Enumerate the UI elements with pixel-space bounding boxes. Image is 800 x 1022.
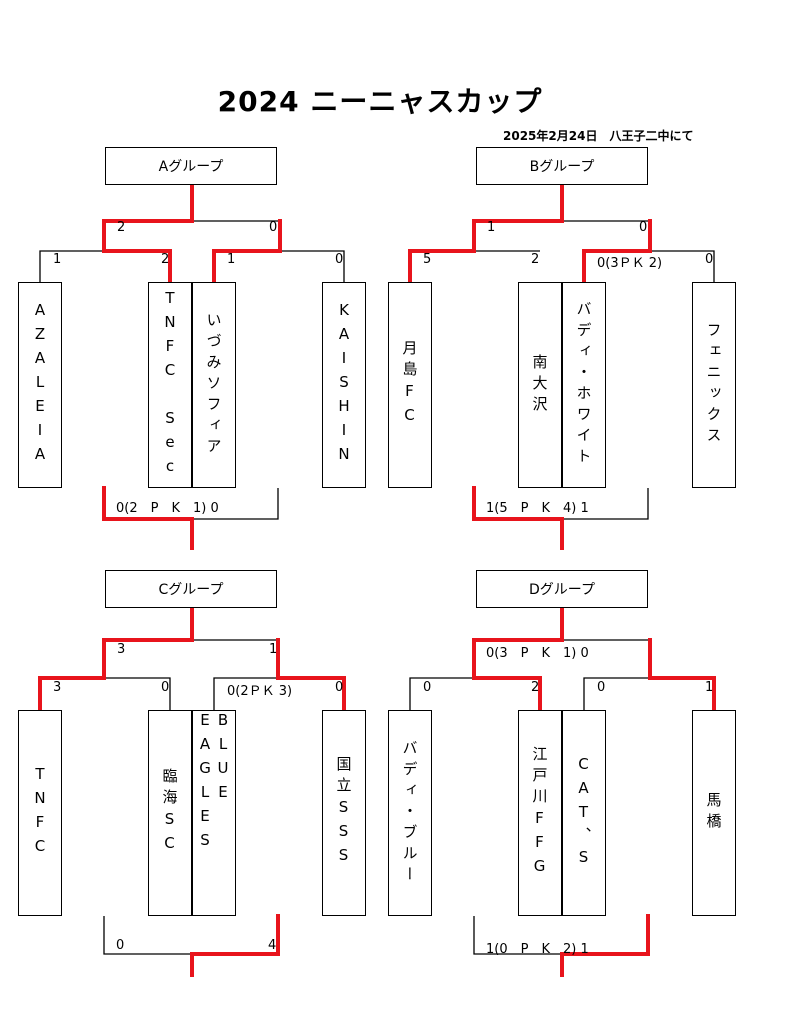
group-d-box: Dグループ xyxy=(476,570,648,608)
score: 0(2 P K 1) 0 xyxy=(116,501,219,516)
team-name: 国立SSS xyxy=(334,756,353,870)
page-title: 2024 ニーニャスカップ xyxy=(217,85,543,118)
score: 2 xyxy=(117,220,126,235)
score: 2 xyxy=(161,252,170,267)
team-name: 月島FC xyxy=(400,340,419,430)
score: 0 xyxy=(116,938,125,953)
team-box: AZALEIA xyxy=(18,282,62,488)
score: 0 xyxy=(269,220,278,235)
team-name: TNFC xyxy=(31,765,49,861)
team-name: フェニックス xyxy=(704,322,723,448)
score: 5 xyxy=(423,252,432,267)
team-name: KAISHIN xyxy=(335,301,353,469)
score: 3 xyxy=(53,680,62,695)
team-box: バディ・ホワイト xyxy=(562,282,606,488)
team-box: 臨海SC xyxy=(148,710,192,916)
team-box: CAT、S xyxy=(562,710,606,916)
team-name: 臨海SC xyxy=(160,768,179,858)
team-box: 南大沢 xyxy=(518,282,562,488)
score: 2 xyxy=(531,680,540,695)
score: 0 xyxy=(423,680,432,695)
team-name: バディ・ホワイト xyxy=(574,301,593,469)
score: 0 xyxy=(335,252,344,267)
group-c-box: Cグループ xyxy=(105,570,277,608)
team-name: BLUE EAGLES xyxy=(196,711,232,855)
team-box: TNFC Sec xyxy=(148,282,192,488)
team-name: TNFC Sec xyxy=(161,289,179,481)
score: 2 xyxy=(531,252,540,267)
team-box: KAISHIN xyxy=(322,282,366,488)
team-name: CAT、S xyxy=(574,754,593,872)
score: 1 xyxy=(53,252,62,267)
score: 1(0 P K 2) 1 xyxy=(486,942,589,957)
team-box: 月島FC xyxy=(388,282,432,488)
score: 3 xyxy=(117,642,126,657)
group-a-box: Aグループ xyxy=(105,147,277,185)
team-name: バディ・ブルー xyxy=(400,739,419,887)
group-b-box: Bグループ xyxy=(476,147,648,185)
score: 1 xyxy=(269,642,278,657)
score: 0 xyxy=(597,680,606,695)
score: 1 xyxy=(227,252,236,267)
team-box: 馬橋 xyxy=(692,710,736,916)
team-name: 馬橋 xyxy=(704,792,723,834)
score: 0(3 P K 1) 0 xyxy=(486,646,589,661)
team-box: TNFC xyxy=(18,710,62,916)
team-name: いづみソフィア xyxy=(204,311,223,459)
team-box: 江戸川FFG xyxy=(518,710,562,916)
team-name: 南大沢 xyxy=(530,353,549,417)
score: 0 xyxy=(335,680,344,695)
score: 1 xyxy=(705,680,714,695)
score: 0(3ＰＫ 2) xyxy=(597,256,663,271)
team-name: AZALEIA xyxy=(31,301,49,469)
score: 0(2ＰＫ 3) xyxy=(227,684,293,699)
score: 0 xyxy=(639,220,648,235)
team-box: バディ・ブルー xyxy=(388,710,432,916)
score: 4 xyxy=(268,938,277,953)
score: 0 xyxy=(705,252,714,267)
team-box: フェニックス xyxy=(692,282,736,488)
team-name: 江戸川FFG xyxy=(530,745,549,881)
team-box: 国立SSS xyxy=(322,710,366,916)
event-date: 2025年2月24日 八王子二中にて xyxy=(503,129,694,143)
team-box: いづみソフィア xyxy=(192,282,236,488)
score: 1(5 P K 4) 1 xyxy=(486,501,589,516)
team-box: BLUE EAGLES xyxy=(192,710,236,916)
score: 1 xyxy=(487,220,496,235)
score: 0 xyxy=(161,680,170,695)
